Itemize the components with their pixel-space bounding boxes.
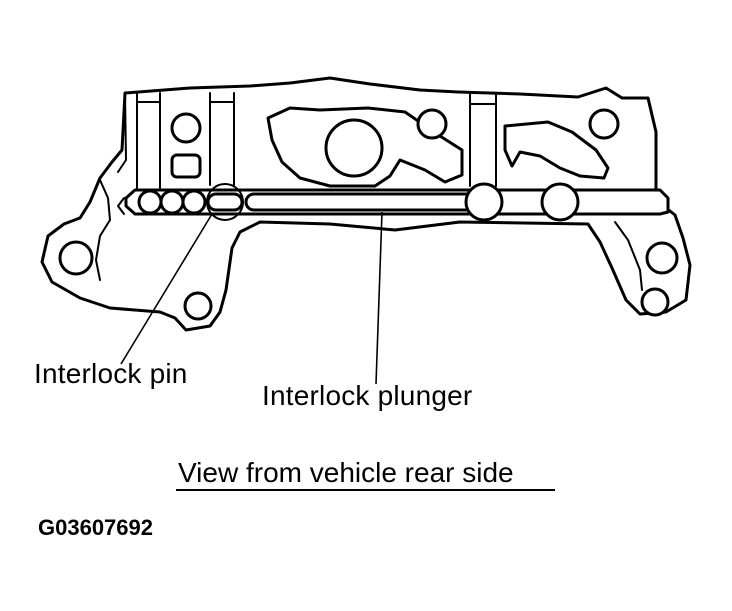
interlock-pin bbox=[206, 192, 244, 212]
interlock-pin-leader bbox=[120, 213, 213, 365]
upper-right-small-hole bbox=[416, 108, 448, 140]
interlock-plunger-leader bbox=[375, 211, 383, 385]
left-arm-contour bbox=[95, 179, 111, 281]
channel-left-1 bbox=[136, 92, 161, 189]
figure-id: G03607692 bbox=[38, 515, 153, 540]
top-contour bbox=[117, 92, 127, 173]
right-ball-1 bbox=[464, 182, 504, 222]
lower-right-bolt-hole bbox=[640, 287, 670, 317]
right-bolt-hole bbox=[645, 241, 679, 275]
lower-left-bolt-hole bbox=[183, 291, 213, 321]
interlock-ball-3 bbox=[181, 189, 207, 215]
right-cavity bbox=[503, 120, 610, 180]
interlock-plunger bbox=[244, 192, 478, 212]
interlock-pin-ring bbox=[206, 183, 244, 221]
view-caption: View from vehicle rear side bbox=[178, 457, 514, 488]
channel-left-2 bbox=[209, 92, 235, 186]
right-arm-contour bbox=[614, 221, 643, 291]
interlock-plunger-label: Interlock plunger bbox=[262, 380, 473, 411]
interlock-pin-label: Interlock pin bbox=[34, 358, 188, 389]
right-ball-2 bbox=[540, 182, 580, 222]
left-bolt-hole bbox=[58, 240, 94, 276]
interlock-ball-2 bbox=[159, 189, 185, 215]
central-bore bbox=[324, 118, 384, 178]
upper-left-slot bbox=[170, 153, 202, 179]
caption-underline bbox=[176, 489, 555, 491]
interlock-ball-1 bbox=[137, 189, 163, 215]
upper-right-bolt-hole bbox=[588, 108, 620, 140]
upper-left-bolt-hole bbox=[170, 112, 202, 144]
bore-end-cap bbox=[117, 197, 125, 215]
channel-right bbox=[469, 93, 497, 187]
